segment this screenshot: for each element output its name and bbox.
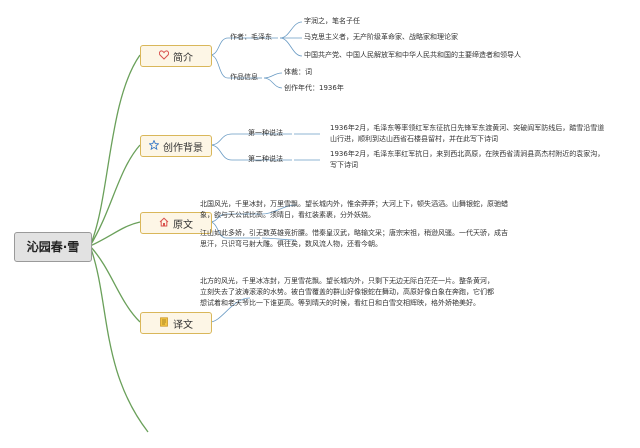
branch-label: 译文 — [173, 319, 193, 331]
heart-icon — [158, 49, 170, 63]
branch-original[interactable]: 原文 — [140, 212, 212, 234]
version-1-label: 第一种说法 — [248, 129, 283, 137]
work-fact: 创作年代：1936年 — [284, 84, 344, 92]
home-icon — [159, 217, 169, 230]
root-node: 沁园春·雪 — [14, 232, 92, 262]
version-2-label: 第二种说法 — [248, 155, 283, 163]
version-2-text: 1936年2月，毛泽东率红军抗日，来到西北高原，在陕西省清涧县高杰村附近的袁家沟… — [330, 150, 605, 169]
branch-background[interactable]: 创作背景 — [140, 135, 212, 157]
star-icon — [148, 138, 160, 153]
original-para-1: 北国风光，千里冰封，万里雪飘。望长城内外，惟余莽莽；大河上下，顿失滔滔。山舞银蛇… — [200, 200, 508, 219]
author-fact: 马克思主义者，无产阶级革命家、战略家和理论家 — [304, 33, 458, 41]
document-icon — [159, 316, 169, 330]
author-label: 作者：毛泽东 — [230, 33, 272, 41]
branch-label: 原文 — [173, 219, 193, 231]
translation-para: 北方的风光，千里冰冻封，万里雪花飘。望长城内外，只剩下无边无际白茫茫一片。整条黄… — [200, 277, 494, 307]
author-fact: 中国共产党、中国人民解放军和中华人民共和国的主要缔造者和领导人 — [304, 51, 521, 59]
branch-label: 创作背景 — [163, 142, 203, 154]
original-para-2: 江山如此多娇，引无数英雄竞折腰。惜秦皇汉武，略输文采；唐宗宋祖，稍逊风骚。一代天… — [200, 229, 508, 248]
work-info-label: 作品信息 — [230, 73, 258, 81]
author-fact: 字润之，笔名子任 — [304, 17, 360, 25]
branch-label: 简介 — [173, 52, 193, 64]
branch-translation[interactable]: 译文 — [140, 312, 212, 334]
work-fact: 体裁：词 — [284, 68, 312, 76]
branch-intro[interactable]: 简介 — [140, 45, 212, 67]
version-1-text: 1936年2月，毛泽东等率领红军东征抗日先锋军东渡黄河、突破阎军防线后，踏雪沿雪… — [330, 124, 605, 143]
